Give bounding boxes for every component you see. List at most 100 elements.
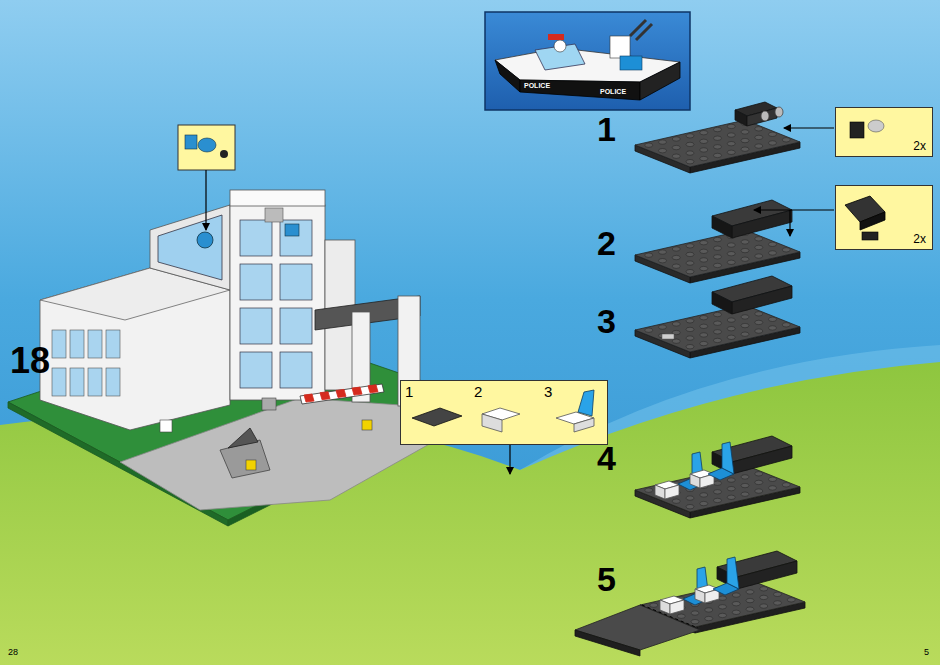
stud [686,261,694,265]
stud [741,130,749,134]
stud [645,488,653,492]
stud [755,329,763,333]
stud [719,613,727,617]
seat [727,557,739,589]
bollard [362,420,372,430]
callout-fill [400,380,608,445]
barrier [300,384,384,404]
stud [769,141,777,145]
bow-side [575,630,640,656]
stud [672,322,680,326]
stud [672,255,680,259]
stud [714,490,722,494]
stud [787,598,795,602]
exhaust [761,111,769,121]
window [52,368,66,396]
stud [714,263,722,267]
plate-top [635,120,800,167]
white-brick [665,485,679,499]
stud [686,319,694,323]
stud [691,611,699,615]
bollard [246,460,256,470]
glass-roof [158,215,222,280]
stud [672,154,680,158]
stud [686,344,694,348]
window [280,352,312,388]
stud [714,321,722,325]
stud [700,341,708,345]
stud [727,478,735,482]
stud [714,153,722,157]
seat [722,442,734,474]
stud [769,242,777,246]
post-box [262,398,276,410]
stud [686,244,694,248]
stud [732,593,740,597]
stud [769,477,777,481]
stud [672,264,680,268]
stud [686,496,694,500]
stud [782,323,790,327]
white-brick [655,485,665,499]
console [610,36,630,58]
stud [755,312,763,316]
stud [714,255,722,259]
stud [746,598,754,602]
leader-arrow [205,170,206,230]
slope-brick [737,561,797,589]
stud [774,592,782,596]
stud [727,495,735,499]
stud [659,325,667,329]
leader-arrow [784,127,834,128]
stud [714,498,722,502]
stud [691,619,699,623]
preview-box [485,12,690,110]
white-brick [670,600,684,614]
stud [700,315,708,319]
window [280,308,312,344]
plate-top [635,465,800,512]
window [240,264,272,300]
stud [700,240,708,244]
stud [659,148,667,152]
window [106,330,120,358]
part [574,418,594,432]
roof-edge [230,190,325,206]
slope-brick [732,286,792,314]
boat-hull [640,62,680,100]
boat-hull [495,60,520,92]
step-number: 3 [597,304,616,338]
stud [672,137,680,141]
stud [727,141,735,145]
stud [700,324,708,328]
stud [700,493,708,497]
boat-lettering: POLICE [524,82,550,89]
stud [686,336,694,340]
page-number: 5 [924,648,929,657]
stud [672,339,680,343]
white-brick [690,474,700,488]
window [106,368,120,396]
stud [746,590,754,594]
boat-lettering: POLICE [600,88,626,95]
engine-brick [747,108,777,126]
stud [700,258,708,262]
stud [782,483,790,487]
stud [714,330,722,334]
window [240,308,272,344]
plate-top [635,230,800,277]
sub-step-number: 1 [405,384,413,399]
barrier-stripe [304,394,314,402]
leader-line [790,209,834,210]
stud [741,248,749,252]
part [198,138,216,152]
stud [746,607,754,611]
slope-brick [732,446,792,474]
stud [760,587,768,591]
part [862,232,878,240]
window [70,368,84,396]
callout-box: 2x [835,107,933,157]
plate-top [635,305,800,352]
